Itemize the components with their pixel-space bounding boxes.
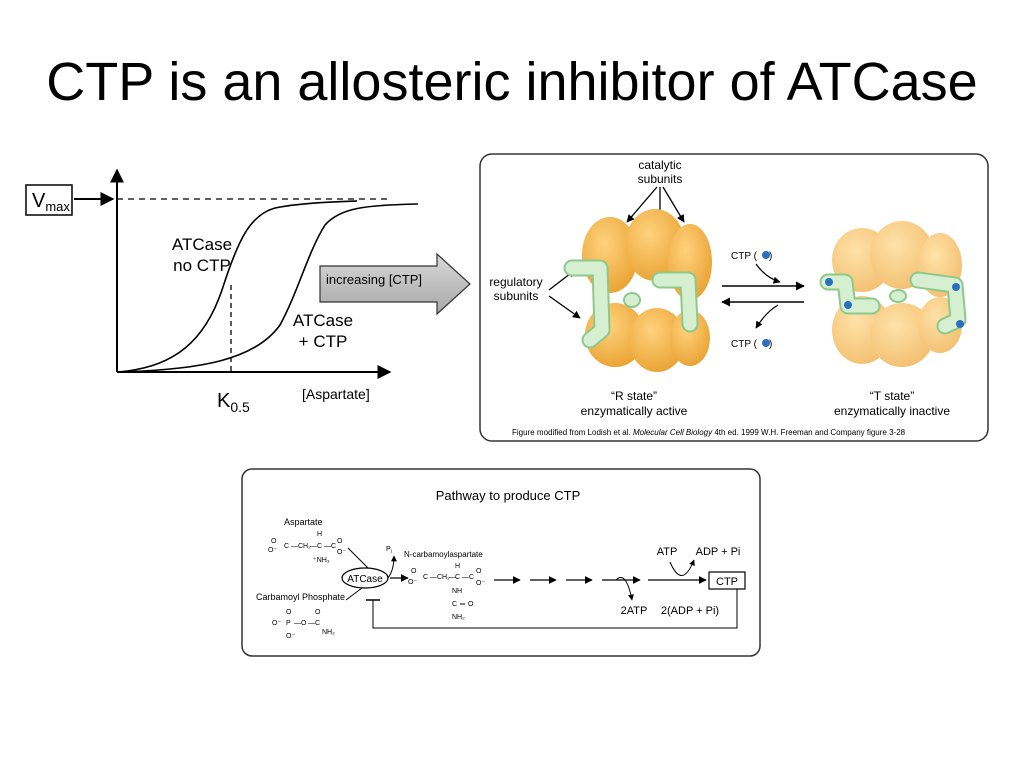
regulatory-pointer-2 (548, 295, 581, 319)
svg-text:H: H (317, 531, 322, 538)
regulatory-label-1: regulatory (489, 275, 542, 289)
r-state-desc: enzymatically active (581, 404, 688, 418)
curve-no-ctp-label-2: no CTP (173, 256, 231, 275)
svg-text:P: P (286, 620, 291, 627)
svg-text:O: O (468, 601, 474, 608)
svg-text:—: — (430, 574, 437, 581)
svg-text:—: — (449, 574, 456, 581)
svg-text:—: — (324, 543, 331, 550)
svg-text:O⁻: O⁻ (476, 580, 485, 587)
atcase-enzyme-label: ATCase (347, 574, 383, 585)
svg-text:O: O (286, 609, 292, 616)
pathway-title: Pathway to produce CTP (436, 488, 581, 503)
catalytic-label-2: subunits (638, 172, 683, 186)
x-axis-label: [Aspartate] (302, 386, 370, 402)
svg-text:O: O (411, 568, 417, 575)
vmax-box (25, 184, 73, 216)
svg-text:—: — (308, 620, 315, 627)
structure-panel: catalytic subunits regulatory subunits C… (479, 153, 989, 442)
figure-caption: Figure modified from Lodish et al. Molec… (512, 428, 906, 437)
svg-text:O⁻: O⁻ (272, 620, 281, 627)
ctp-reverse-dot-icon (762, 339, 770, 347)
carbamoyl-phosphate-structure: O O⁻ P O⁻ — O — C O NH₂ (272, 609, 335, 640)
catalytic-label-1: catalytic (638, 158, 681, 172)
curve-no-ctp (116, 200, 358, 373)
increasing-ctp-arrow (319, 252, 471, 316)
svg-text:H: H (455, 563, 460, 570)
svg-text:C: C (315, 620, 320, 627)
svg-text:NH₂: NH₂ (322, 629, 335, 636)
ctp-end-product-label: CTP (716, 576, 738, 588)
aspartate-structure: O O⁻ C — CH₂ — C H — C O O⁻ ⁺NH₃ (268, 531, 346, 564)
catalytic-pointer-1 (626, 186, 658, 223)
svg-text:CH₂: CH₂ (437, 574, 450, 581)
svg-text:O: O (271, 538, 277, 545)
curve-ctp-label-1: ATCase (293, 311, 353, 330)
svg-text:O⁻: O⁻ (286, 633, 295, 640)
curve-ctp-label-2: + CTP (299, 332, 348, 351)
carbamoyl-phosphate-label: Carbamoyl Phosphate (256, 592, 345, 602)
feedback-inhibition-line (372, 589, 738, 629)
two-adp-pi-label: 2(ADP + Pi) (661, 605, 719, 617)
r-state-name: “R state” (611, 389, 657, 403)
ctp-reverse-label: CTP () (731, 339, 772, 350)
atp-label: ATP (657, 546, 678, 558)
increasing-ctp-label: increasing [CTP] (326, 272, 422, 287)
two-atp-label: 2ATP (621, 605, 648, 617)
slide-title: CTP is an allosteric inhibitor of ATCase (46, 52, 978, 112)
svg-text:O: O (315, 609, 321, 616)
svg-text:—: — (291, 543, 298, 550)
ctp-forward-label: CTP () (731, 251, 772, 262)
aspartate-label: Aspartate (284, 517, 323, 527)
svg-text:NH: NH (452, 588, 462, 595)
svg-text:O: O (301, 620, 307, 627)
two-atp-consumption-arrow (615, 577, 634, 601)
svg-text:O: O (476, 568, 482, 575)
svg-text:C: C (452, 601, 457, 608)
svg-text:⁺NH₃: ⁺NH₃ (313, 557, 330, 564)
svg-text:C: C (284, 543, 289, 550)
product-label: N-carbamoylaspartate (404, 550, 483, 559)
svg-text:C: C (423, 574, 428, 581)
ctp-release-arrow (755, 304, 779, 329)
k-half-label: K0.5 (217, 390, 250, 415)
svg-text:C: C (455, 574, 460, 581)
ctp-binding-arrow (755, 263, 781, 284)
regulatory-label-2: subunits (494, 289, 539, 303)
catalytic-pointer-3 (662, 186, 685, 223)
pathway-panel-frame (241, 468, 761, 657)
curve-with-ctp (116, 203, 419, 373)
svg-text:—: — (310, 543, 317, 550)
svg-text:O⁻: O⁻ (337, 549, 346, 556)
svg-text:O⁻: O⁻ (268, 547, 277, 554)
curve-no-ctp-label-1: ATCase (172, 235, 232, 254)
svg-text:NH₂: NH₂ (452, 614, 465, 621)
product-structure: O O⁻ C — CH₂ — C H — C O O⁻ NH C ═ O NH₂ (408, 563, 485, 621)
t-state-name: “T state” (870, 389, 914, 403)
svg-text:C: C (331, 543, 336, 550)
svg-text:O⁻: O⁻ (408, 579, 417, 586)
t-state-desc: enzymatically inactive (834, 404, 950, 418)
svg-text:—: — (462, 574, 469, 581)
t-state-enzyme (819, 221, 967, 367)
pi-label: Pi (386, 546, 392, 555)
atp-consumption-arrow (669, 559, 695, 576)
vmax-label: Vmax (32, 190, 70, 214)
svg-text:—: — (294, 620, 301, 627)
r-state-enzyme (563, 209, 712, 372)
svg-text:O: O (337, 538, 343, 545)
svg-text:═: ═ (459, 601, 465, 608)
ctp-forward-dot-icon (762, 251, 770, 259)
kinetics-plot: Vmax ATCase no CTP ATCase + CTP K0.5 [As… (25, 168, 471, 415)
svg-text:C: C (317, 543, 322, 550)
ctp-end-product-box (708, 571, 746, 590)
pi-release-arrow (387, 555, 397, 579)
pathway-panel: Pathway to produce CTP Aspartate O O⁻ C … (241, 468, 761, 657)
svg-text:C: C (469, 574, 474, 581)
svg-text:CH₂: CH₂ (298, 543, 311, 550)
adp-pi-label: ADP + Pi (696, 546, 741, 558)
